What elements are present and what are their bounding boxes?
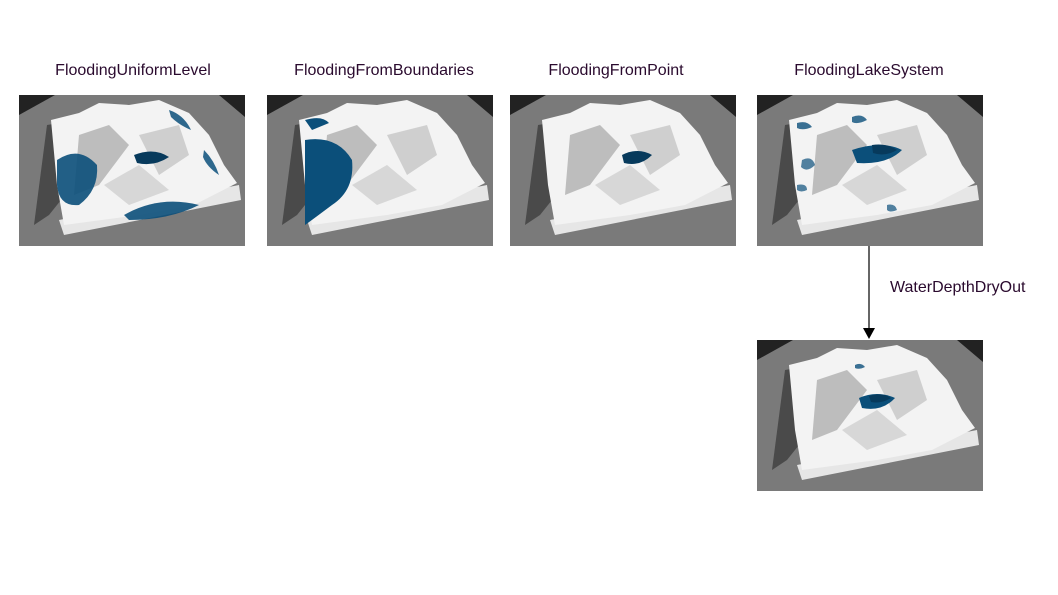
terrain-image-boundaries: [267, 95, 493, 246]
terrain-image-point: [510, 95, 736, 246]
node-title-boundaries: FloodingFromBoundaries: [294, 62, 474, 79]
terrain-image-dryout: [757, 340, 983, 491]
node-title-lake: FloodingLakeSystem: [794, 62, 944, 79]
node-title-point: FloodingFromPoint: [548, 62, 684, 79]
terrain-image-uniform: [19, 95, 245, 246]
node-title-uniform: FloodingUniformLevel: [55, 62, 211, 79]
terrain-image-lake: [757, 95, 983, 246]
edge-label: WaterDepthDryOut: [890, 279, 1026, 296]
